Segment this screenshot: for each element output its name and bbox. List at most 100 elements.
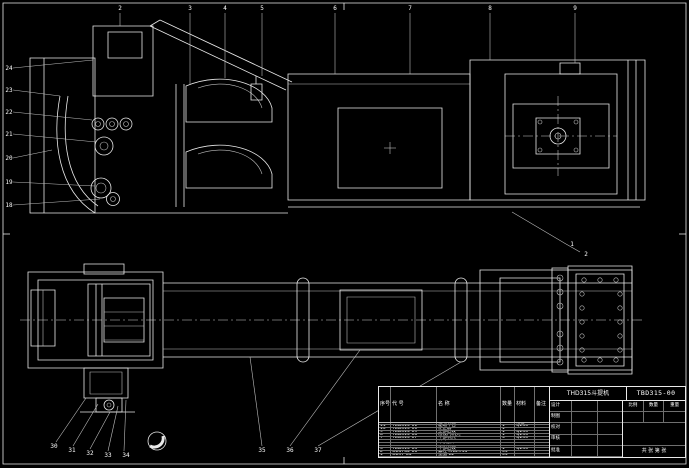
bom-cell-no: 8 bbox=[379, 434, 391, 436]
bom-cell-note bbox=[535, 448, 549, 450]
balloon-number: 33 bbox=[104, 452, 112, 459]
bom-cell-no: 10 bbox=[379, 428, 391, 431]
signature-row: 校对 bbox=[550, 423, 622, 435]
bom-cell-no: 2 bbox=[379, 451, 391, 454]
bom-cell-note bbox=[535, 451, 549, 453]
balloon-number: 2 bbox=[584, 251, 588, 258]
sheet-info: 共 张 第 张 bbox=[641, 448, 667, 454]
bom-header-no: 序号 bbox=[379, 387, 391, 422]
bom-cell-note bbox=[535, 437, 549, 439]
scale-label: 比例 bbox=[623, 401, 644, 411]
balloon-number: 31 bbox=[68, 447, 76, 454]
bom-cell-name: 料斗 bbox=[437, 439, 501, 442]
signature-label: 批准 bbox=[550, 445, 572, 457]
signature-row: 批准 bbox=[550, 445, 622, 458]
bom-cell-note bbox=[535, 434, 549, 436]
signature-date-cell bbox=[598, 401, 622, 411]
bom-cell-qty: 1 bbox=[501, 428, 515, 431]
table-row: 5 TBD315-05 牵引胶带 1 bbox=[379, 442, 549, 446]
bom-header-code: 代 号 bbox=[391, 387, 437, 422]
bom-cell-no: 7 bbox=[379, 436, 391, 439]
signature-name-cell bbox=[572, 434, 598, 445]
leader-lines: 2 3 4 5 6 7 8 9 24 23 22 21 20 19 18 30 … bbox=[5, 5, 588, 459]
qty-value bbox=[644, 412, 665, 422]
table-row: 2 GB5782-86 螺栓 M12×45 64 bbox=[379, 451, 549, 455]
bom-cell-mat bbox=[515, 454, 535, 456]
balloon-number: 8 bbox=[488, 5, 492, 12]
table-row: 12 TBD315-12 驱动装置 1 组合 bbox=[379, 422, 549, 426]
bom-cell-name: 上部区段 bbox=[437, 431, 501, 433]
balloon-number: 37 bbox=[314, 447, 322, 454]
bom-cell-name: 逆止器 bbox=[437, 428, 501, 431]
signature-row: 审核 bbox=[550, 434, 622, 446]
balloon-number: 35 bbox=[258, 447, 266, 454]
bom-cell-code: TBD315-12 bbox=[391, 422, 437, 425]
signature-row: 制图 bbox=[550, 412, 622, 424]
bom-cell-no: 6 bbox=[379, 439, 391, 442]
bom-cell-code: TBD315-08 bbox=[391, 434, 437, 436]
table-row: 9 TBD315-09 上部区段 1 Q235 bbox=[379, 431, 549, 434]
signature-name-cell bbox=[572, 412, 598, 423]
signature-date-cell bbox=[598, 412, 622, 422]
balloon-number: 6 bbox=[333, 5, 337, 12]
balloon-number: 21 bbox=[5, 131, 13, 138]
balloon-number: 3 bbox=[188, 5, 192, 12]
bom-cell-mat bbox=[515, 439, 535, 442]
signature-date-cell bbox=[598, 446, 622, 456]
drawing-title: THD315斗提机 bbox=[550, 387, 627, 400]
bom-cell-qty: 64 bbox=[501, 454, 515, 456]
bom-cell-note bbox=[535, 446, 549, 448]
table-row: 10 TBD315-10 逆止器 1 bbox=[379, 428, 549, 432]
bom-cell-mat: Q235 bbox=[515, 431, 535, 433]
bom-cell-no: 5 bbox=[379, 442, 391, 445]
balloon-number: 32 bbox=[86, 450, 94, 457]
bom-cell-note bbox=[535, 443, 549, 445]
bom-cell-name: 垫圈 12 bbox=[437, 454, 501, 456]
bom-cell-code: TBD315-03 bbox=[391, 448, 437, 451]
signature-date-cell bbox=[598, 423, 622, 433]
bom-cell-name: 张紧装置 bbox=[437, 445, 501, 448]
signature-row: 设计 bbox=[550, 401, 622, 413]
bom-cell-mat bbox=[515, 451, 535, 454]
bom-cell-code: TBD315-05 bbox=[391, 442, 437, 445]
table-row: 8 TBD315-08 检视门机壳 1 Q235 bbox=[379, 434, 549, 437]
upper-elevation-view bbox=[30, 20, 645, 213]
bom-cell-mat bbox=[515, 445, 535, 448]
bom-cell-code: TBD315-09 bbox=[391, 431, 437, 433]
bom-cell-mat: 组合 bbox=[515, 422, 535, 425]
bom-cell-name: 下部区段 bbox=[437, 448, 501, 451]
signature-label: 制图 bbox=[550, 412, 572, 423]
plan-view bbox=[20, 264, 645, 412]
balloon-number: 5 bbox=[260, 5, 264, 12]
bom-cell-code: GB5782-86 bbox=[391, 451, 437, 454]
signature-label: 校对 bbox=[550, 423, 572, 434]
bom-cell-note bbox=[535, 454, 549, 456]
bom-cell-qty: 1 bbox=[501, 434, 515, 436]
signature-label: 审核 bbox=[550, 434, 572, 445]
balloon-number: 2 bbox=[118, 5, 122, 12]
balloon-number: 4 bbox=[223, 5, 227, 12]
drawing-frame bbox=[3, 3, 686, 464]
bom-cell-code: GB97-85 bbox=[391, 454, 437, 456]
bom-cell-no: 9 bbox=[379, 431, 391, 433]
bom-cell-mat: Q235 bbox=[515, 436, 535, 439]
bom-cell-no: 1 bbox=[379, 454, 391, 456]
balloon-number: 34 bbox=[122, 452, 130, 459]
scale-value bbox=[623, 412, 644, 422]
bom-cell-qty: 1 bbox=[501, 431, 515, 433]
bom-cell-mat: Q235 bbox=[515, 434, 535, 436]
bom-cell-no: 3 bbox=[379, 448, 391, 451]
bom-cell-qty: 1 bbox=[501, 445, 515, 448]
bom-header-name: 名 称 bbox=[437, 387, 501, 422]
signature-name-cell bbox=[572, 401, 598, 412]
bom-header-note: 备注 bbox=[536, 400, 547, 407]
bom-cell-name: 牵引胶带 bbox=[437, 442, 501, 445]
bom-cell-qty: 38 bbox=[501, 439, 515, 442]
bom-cell-name: 驱动平台 bbox=[437, 425, 501, 428]
bom-header-mat: 材料 bbox=[515, 387, 535, 422]
balloon-number: 20 bbox=[5, 155, 13, 162]
bom-cell-no: 4 bbox=[379, 445, 391, 448]
table-row: 4 TBD315-04 张紧装置 1 bbox=[379, 445, 549, 449]
